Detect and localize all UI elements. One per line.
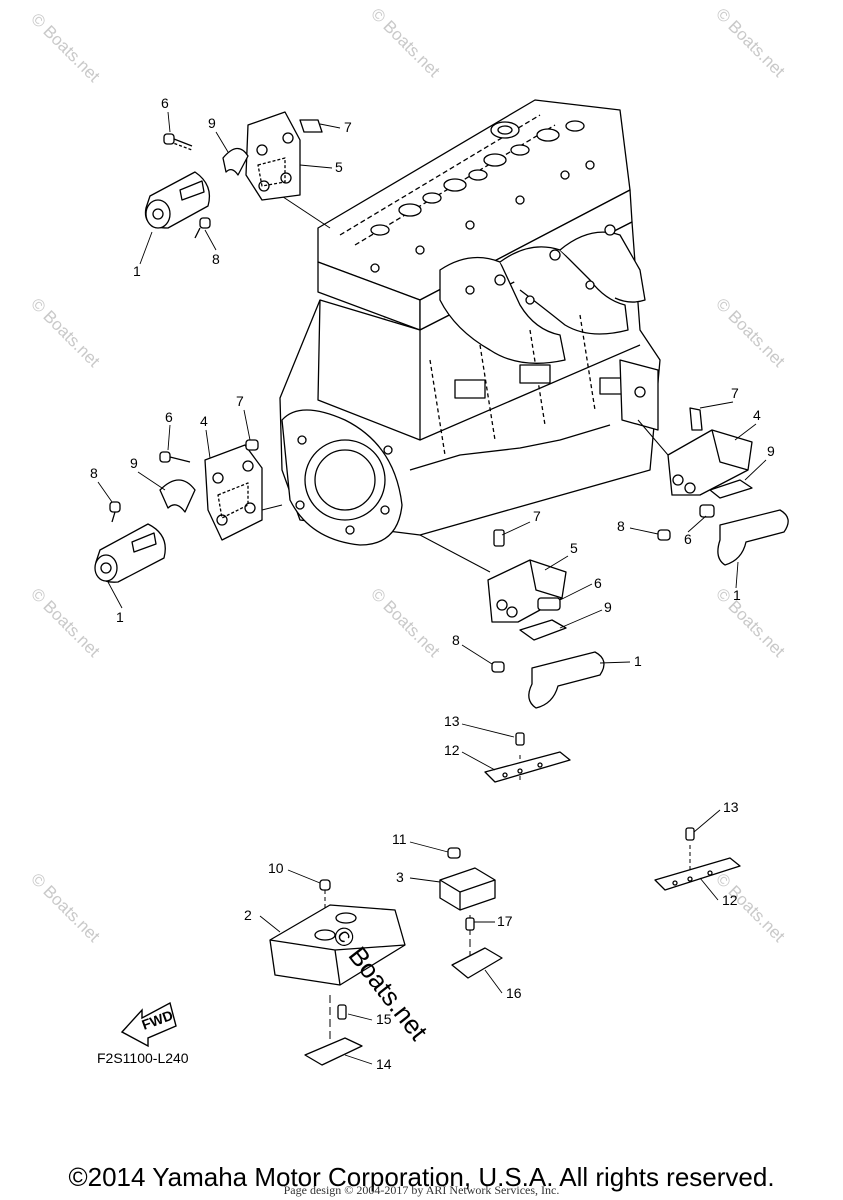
watermark: © Boats.net [27, 294, 104, 371]
engine-block [279, 99, 661, 546]
page-credit: Page design © 2004-2017 by ARI Network S… [283, 1183, 560, 1197]
callout: 9 [604, 599, 612, 615]
watermark: © Boats.net [27, 9, 104, 86]
callout: 1 [133, 263, 141, 279]
callout: 3 [396, 869, 404, 885]
callout: 8 [90, 465, 98, 481]
callout: 9 [767, 443, 775, 459]
lower-brackets [269, 732, 741, 1066]
figure-code: F2S1100-L240 [97, 1050, 189, 1066]
watermark: © Boats.net [712, 584, 789, 661]
callout: 6 [594, 575, 602, 591]
mount-assembly-upper-right [657, 407, 789, 566]
callout: 4 [200, 413, 208, 429]
callout: 4 [753, 407, 761, 423]
callout: 7 [731, 385, 739, 401]
copyright-notice: ©2014 Yamaha Motor Corporation, U.S.A. A… [68, 1162, 775, 1192]
watermark: © Boats.net [367, 4, 444, 81]
callout: 16 [506, 985, 522, 1001]
callout: 11 [392, 831, 407, 847]
callout: 17 [497, 913, 513, 929]
watermark: © Boats.net [367, 584, 444, 661]
callout: 1 [634, 653, 642, 669]
callout: 1 [116, 609, 124, 625]
callout: 14 [376, 1056, 392, 1072]
callout: 7 [236, 393, 244, 409]
callout-labels: 6 9 7 5 1 8 6 4 7 8 9 1 7 4 9 6 8 1 7 5 … [90, 95, 775, 1072]
callout: 8 [617, 518, 625, 534]
callout: 2 [244, 907, 252, 923]
watermark: © Boats.net [712, 294, 789, 371]
watermark: © Boats.net [712, 4, 789, 81]
callout: 10 [268, 860, 284, 876]
callout: 13 [444, 713, 460, 729]
callout: 13 [723, 799, 739, 815]
callout: 7 [344, 119, 352, 135]
callout: 5 [335, 159, 343, 175]
mount-assembly-lower-left [94, 439, 263, 583]
callout: 7 [533, 508, 541, 524]
callout-leaders [97, 111, 767, 1065]
callout: 6 [165, 409, 173, 425]
callout: 12 [444, 742, 460, 758]
callout: 9 [130, 455, 138, 471]
callout: 15 [376, 1011, 392, 1027]
mount-assembly-lower-right [487, 529, 605, 709]
callout: 8 [452, 632, 460, 648]
callout: 6 [161, 95, 169, 111]
watermark: © Boats.net [27, 584, 104, 661]
callout: 12 [722, 892, 738, 908]
callout: 8 [212, 251, 220, 267]
callout: 1 [733, 587, 741, 603]
watermark: © Boats.net [27, 869, 104, 946]
mount-assembly-upper-left [144, 111, 323, 239]
callout: 5 [570, 540, 578, 556]
callout: 6 [684, 531, 692, 547]
fwd-arrow: FWD [120, 1001, 177, 1048]
callout: 9 [208, 115, 216, 131]
